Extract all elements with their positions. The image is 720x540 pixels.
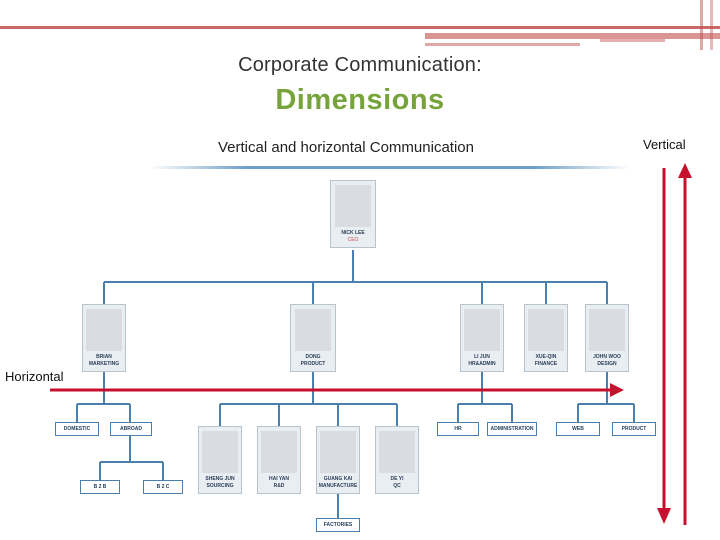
header-accent-bar-5 xyxy=(700,0,703,50)
slide-title: Corporate Communication: xyxy=(238,54,482,76)
staff-name: GUANG KAI xyxy=(323,476,353,482)
staff-name: HAI YAN xyxy=(268,476,289,482)
header-accent-bar-4 xyxy=(600,39,665,42)
staff-photo xyxy=(202,431,238,473)
header-accent-bar-6 xyxy=(710,0,713,50)
staff-role: SOURCING xyxy=(206,483,234,489)
unit-abroad: ABROAD xyxy=(110,422,152,436)
unit-factories: FACTORIES xyxy=(316,518,360,532)
head-name: BRIAN xyxy=(96,354,112,360)
horizontal-label: Horizontal xyxy=(5,369,64,384)
vertical-label: Vertical xyxy=(643,137,686,152)
ceo-name: NICK LEE xyxy=(341,230,365,236)
head-photo xyxy=(464,309,500,351)
staff-card: GUANG KAI MANUFACTURE xyxy=(316,426,360,494)
ceo-card: NICK LEE CEO xyxy=(330,180,376,248)
staff-role: R&D xyxy=(273,483,285,489)
staff-card: DE YI QC xyxy=(375,426,419,494)
vertical-arrow-down xyxy=(657,168,671,524)
header-accent-bar-2 xyxy=(425,33,720,39)
unit-b2c: B 2 C xyxy=(143,480,183,494)
head-name: LI JUN xyxy=(474,354,490,360)
vertical-arrow-up xyxy=(678,163,692,525)
unit-product: PRODUCT xyxy=(612,422,656,436)
slide-subtitle: Vertical and horizontal Communication xyxy=(218,139,474,156)
separator-line xyxy=(150,166,630,169)
head-photo xyxy=(86,309,122,351)
ceo-photo xyxy=(335,185,371,227)
unit-b2b: B 2 B xyxy=(80,480,120,494)
head-card-marketing: BRIAN MARKETING xyxy=(82,304,126,372)
staff-role: QC xyxy=(393,483,401,489)
head-role: FINANCE xyxy=(534,361,558,367)
unit-web: WEB xyxy=(556,422,600,436)
staff-photo xyxy=(261,431,297,473)
staff-name: DE YI xyxy=(390,476,404,482)
head-role: MARKETING xyxy=(88,361,120,367)
head-photo xyxy=(528,309,564,351)
head-role: HR&ADMIN xyxy=(468,361,496,367)
head-card-product: DONG PRODUCT xyxy=(290,304,336,372)
head-photo xyxy=(295,309,331,351)
vertical-arrow-down-head xyxy=(657,508,671,524)
head-card-finance: XUE-QIN FINANCE xyxy=(524,304,568,372)
header-accent-bar xyxy=(0,26,720,29)
head-card-design: JOHN WOO DESIGN xyxy=(585,304,629,372)
horizontal-arrow-head xyxy=(610,383,624,397)
staff-card: HAI YAN R&D xyxy=(257,426,301,494)
head-name: JOHN WOO xyxy=(593,354,621,360)
head-role: PRODUCT xyxy=(300,361,326,367)
staff-photo xyxy=(320,431,356,473)
horizontal-arrow xyxy=(50,383,624,397)
slide-heading: Dimensions xyxy=(275,84,445,116)
head-card-hr: LI JUN HR&ADMIN xyxy=(460,304,504,372)
staff-photo xyxy=(379,431,415,473)
head-role: DESIGN xyxy=(597,361,617,367)
unit-domestic: DOMESTIC xyxy=(55,422,99,436)
head-photo xyxy=(589,309,625,351)
vertical-arrow-up-head xyxy=(678,163,692,178)
staff-name: SHENG JUN xyxy=(205,476,235,482)
ceo-role: CEO xyxy=(347,237,359,243)
unit-hr: HR xyxy=(437,422,479,436)
header-accent-bar-3 xyxy=(425,43,580,46)
staff-card: SHENG JUN SOURCING xyxy=(198,426,242,494)
head-name: XUE-QIN xyxy=(535,354,557,360)
staff-role: MANUFACTURE xyxy=(318,483,358,489)
unit-administration: ADMINISTRATION xyxy=(487,422,537,436)
head-name: DONG xyxy=(305,354,321,360)
